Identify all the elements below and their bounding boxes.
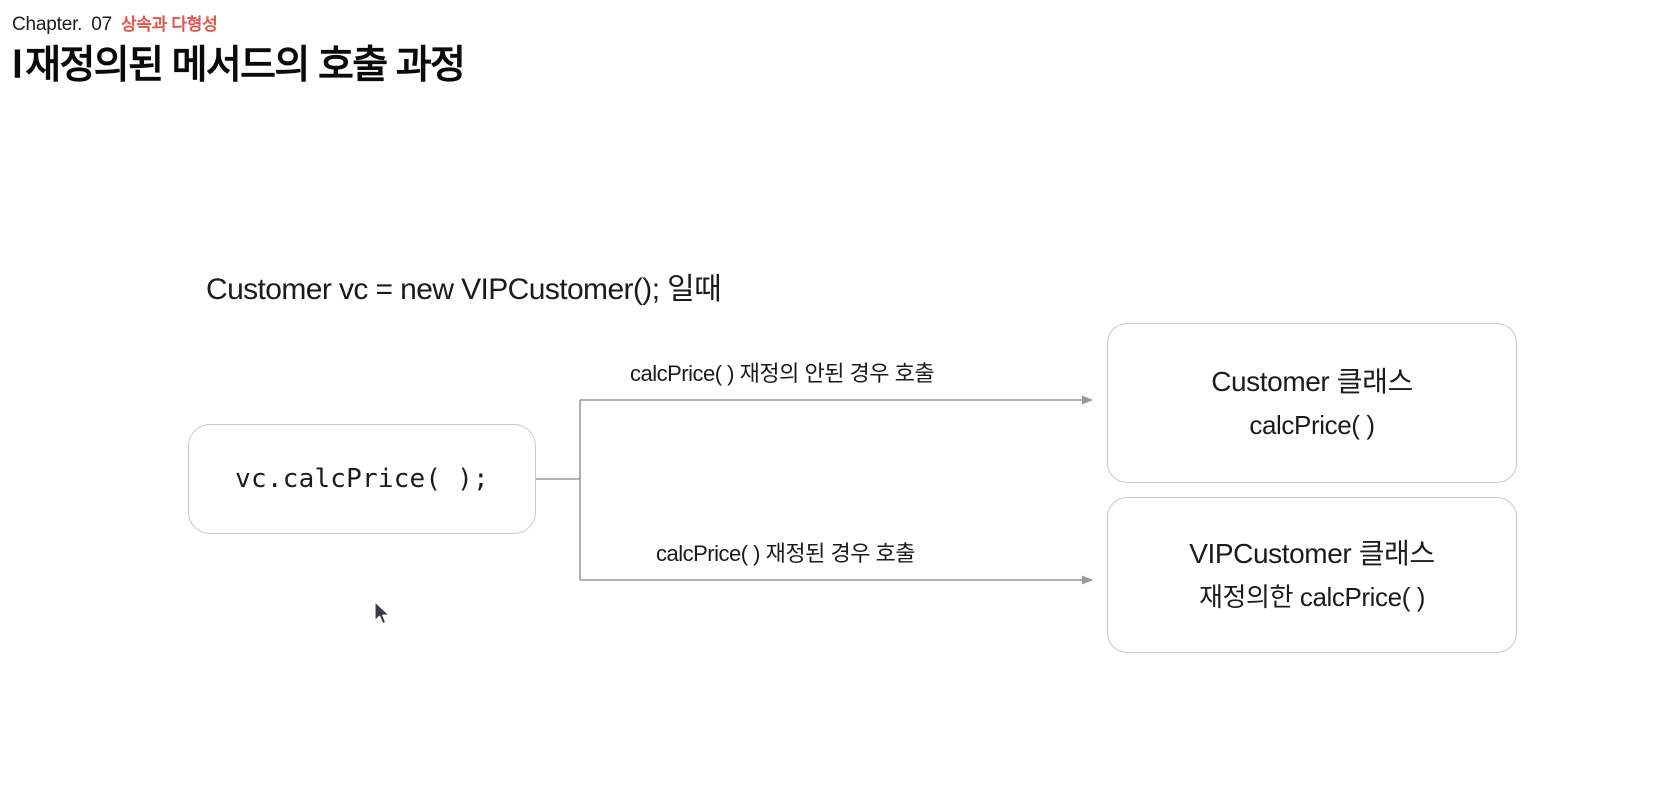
edge-label-not-overridden: calcPrice( ) 재정의 안된 경우 호출 <box>630 361 935 386</box>
customer-class-title: Customer 클래스 <box>1211 366 1413 397</box>
title-bullet: l <box>12 44 23 87</box>
edge-label-overridden: calcPrice( ) 재정된 경우 호출 <box>656 541 916 566</box>
call-node-code: vc.calcPrice( ); <box>235 464 489 494</box>
call-node[interactable]: vc.calcPrice( ); <box>188 424 536 534</box>
breadcrumb: Chapter. 07 상속과 다형성 <box>12 14 1012 36</box>
chapter-number: 07 <box>91 14 112 35</box>
customer-class-node[interactable]: Customer 클래스 calcPrice( ) <box>1107 323 1517 483</box>
title-text: 재정의된 메서드의 호출 과정 <box>25 44 466 87</box>
vipcustomer-class-method: 재정의한 calcPrice( ) <box>1198 582 1426 612</box>
vipcustomer-class-title: VIPCustomer 클래스 <box>1189 538 1435 569</box>
statement-text: Customer vc = new VIPCustomer(); 일때 <box>206 273 722 306</box>
chapter-label: Chapter. <box>12 14 83 35</box>
customer-class-method: calcPrice( ) <box>1249 410 1375 440</box>
vipcustomer-class-node[interactable]: VIPCustomer 클래스 재정의한 calcPrice( ) <box>1107 497 1517 653</box>
chapter-topic: 상속과 다형성 <box>120 15 218 34</box>
